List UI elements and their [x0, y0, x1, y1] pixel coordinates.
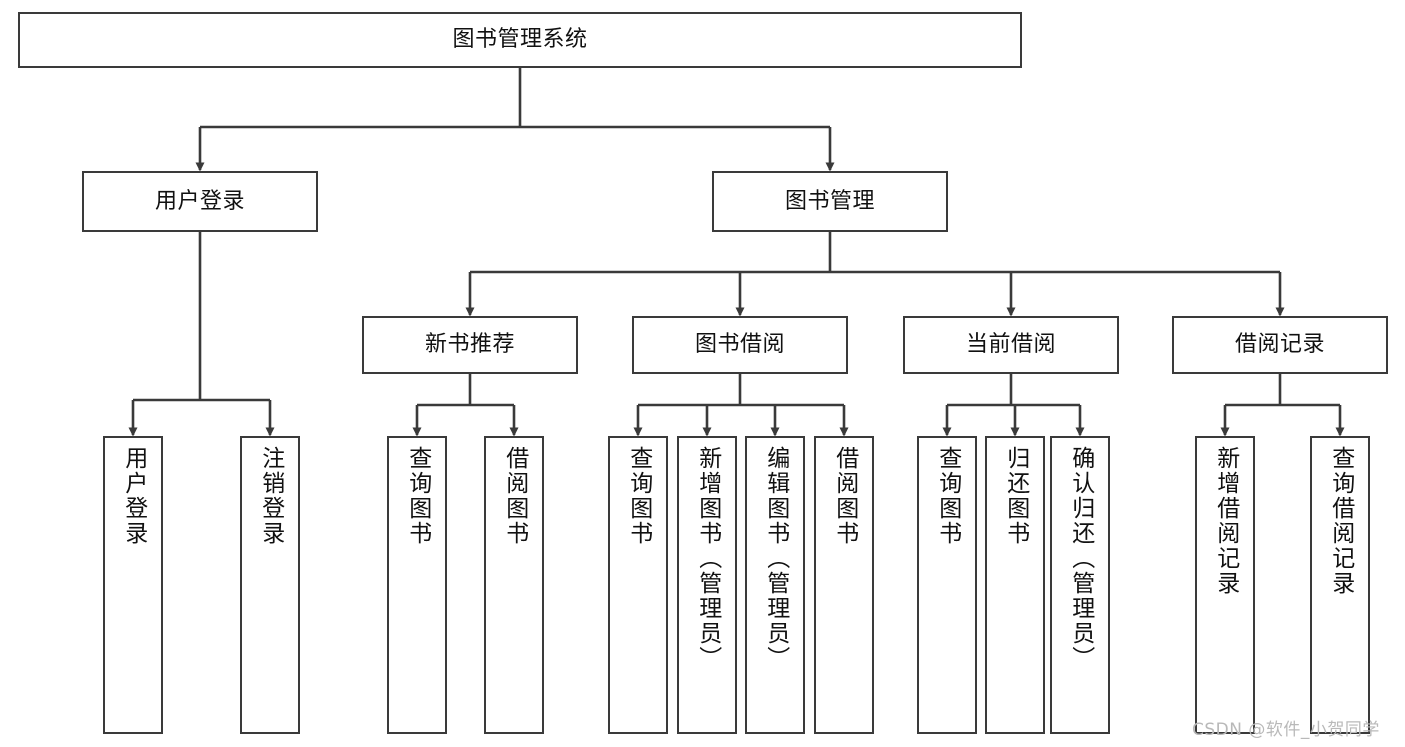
node-book-manage[interactable]: 图书管理: [712, 171, 948, 232]
node-label: 用户登录: [120, 446, 147, 546]
node-current-borrow[interactable]: 当前借阅: [903, 316, 1119, 374]
node-label: 当前借阅: [965, 332, 1056, 358]
node-label: 借阅记录: [1234, 332, 1325, 358]
node-leaf-cb-query[interactable]: 查询图书: [917, 436, 977, 734]
node-label: 注销登录: [257, 446, 284, 546]
node-root[interactable]: 图书管理系统: [18, 12, 1022, 68]
node-leaf-bb-edit[interactable]: 编辑图书（管理员）: [745, 436, 805, 734]
node-user-login[interactable]: 用户登录: [82, 171, 318, 232]
node-leaf-bb-borrow[interactable]: 借阅图书: [814, 436, 874, 734]
node-label: 查询图书: [625, 446, 652, 546]
node-borrow-record[interactable]: 借阅记录: [1172, 316, 1388, 374]
node-new-book-rec[interactable]: 新书推荐: [362, 316, 578, 374]
node-leaf-br-query[interactable]: 查询借阅记录: [1310, 436, 1370, 734]
node-leaf-rec-query[interactable]: 查询图书: [387, 436, 447, 734]
connector-lines: [128, 68, 1345, 437]
node-label: 确认归还（管理员）: [1067, 446, 1094, 671]
node-leaf-cb-confirm[interactable]: 确认归还（管理员）: [1050, 436, 1110, 734]
node-leaf-user-logout[interactable]: 注销登录: [240, 436, 300, 734]
node-label: 借阅图书: [501, 446, 528, 546]
node-leaf-br-add[interactable]: 新增借阅记录: [1195, 436, 1255, 734]
node-label: 借阅图书: [831, 446, 858, 546]
node-label: 图书管理: [784, 188, 875, 214]
node-label: 查询借阅记录: [1327, 446, 1354, 596]
node-label: 新书推荐: [424, 332, 515, 358]
node-leaf-bb-add[interactable]: 新增图书（管理员）: [677, 436, 737, 734]
node-book-borrow[interactable]: 图书借阅: [632, 316, 848, 374]
node-label: 图书管理系统: [452, 27, 588, 53]
node-label: 编辑图书（管理员）: [762, 446, 789, 671]
node-leaf-rec-borrow[interactable]: 借阅图书: [484, 436, 544, 734]
node-label: 查询图书: [934, 446, 961, 546]
node-label: 新增图书（管理员）: [694, 446, 721, 671]
node-label: 查询图书: [404, 446, 431, 546]
node-leaf-bb-query[interactable]: 查询图书: [608, 436, 668, 734]
node-leaf-cb-return[interactable]: 归还图书: [985, 436, 1045, 734]
node-leaf-user-login[interactable]: 用户登录: [103, 436, 163, 734]
node-label: 归还图书: [1002, 446, 1029, 546]
node-label: 图书借阅: [694, 332, 785, 358]
node-label: 新增借阅记录: [1212, 446, 1239, 596]
node-label: 用户登录: [154, 188, 245, 214]
